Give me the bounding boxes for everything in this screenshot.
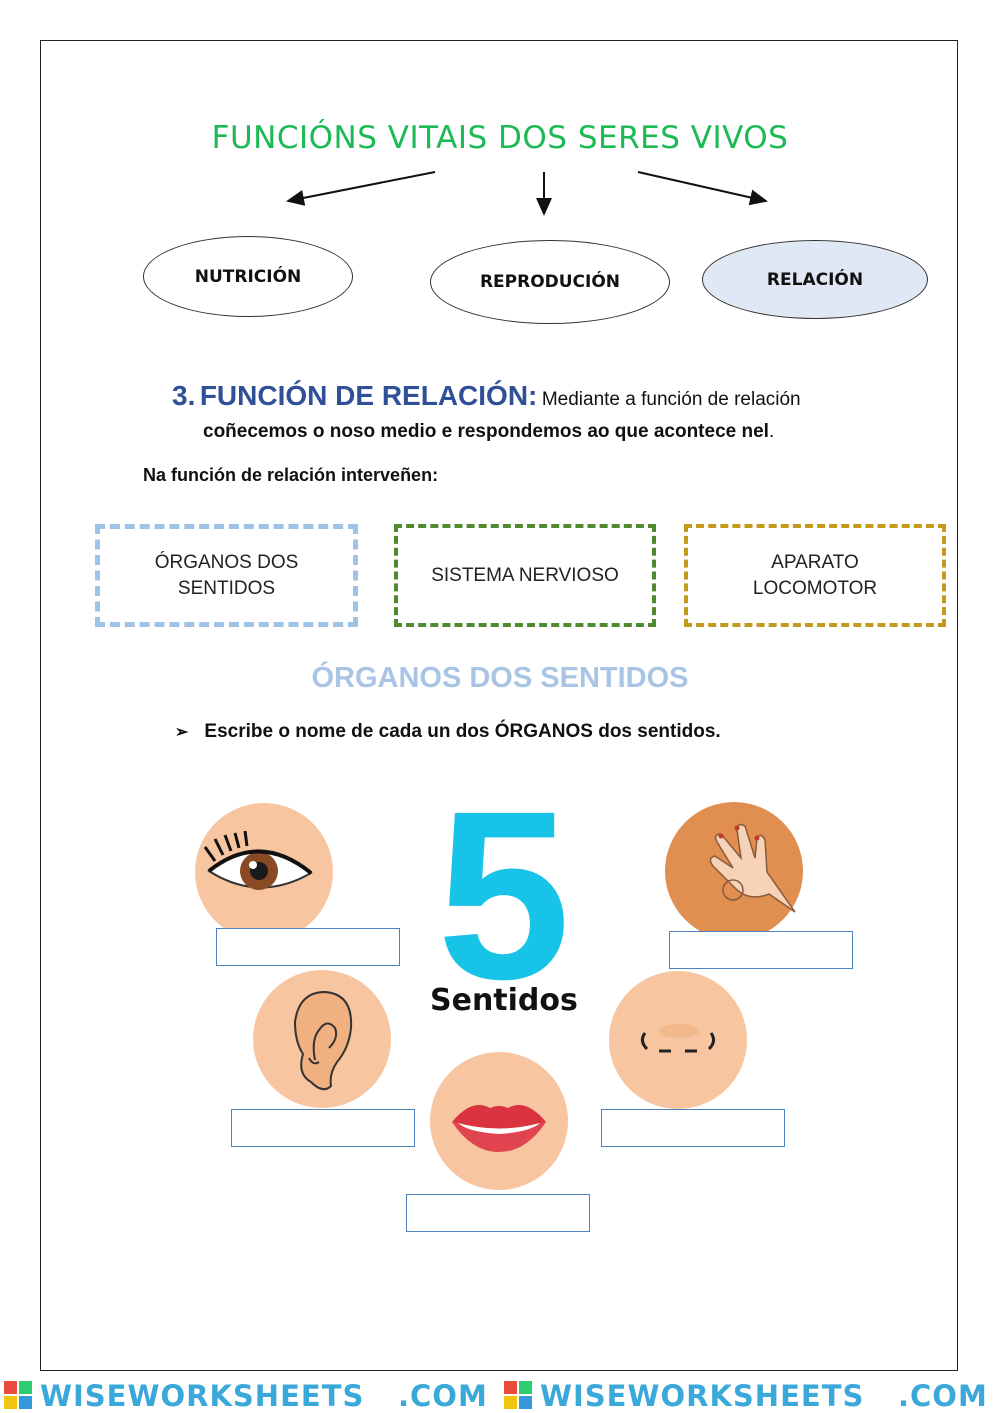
mouth-circle: [430, 1052, 568, 1190]
task-text: Escribe o nome de cada un dos ÓRGANOS do…: [204, 721, 721, 742]
section-description: coñecemos o noso medio e respondemos ao …: [203, 421, 774, 443]
answer-box-nose[interactable]: [601, 1109, 785, 1147]
hierarchy-arrows: [286, 171, 768, 216]
answer-box-eye[interactable]: [216, 928, 400, 966]
box-organos-line2: SENTIDOS: [177, 577, 276, 599]
footer-brand-1-suffix: .COM: [398, 1379, 488, 1413]
answer-box-ear[interactable]: [231, 1109, 415, 1147]
bullet-arrow-icon: ➢: [175, 724, 189, 741]
box-sistema-nervioso: SISTEMA NERVIOSO: [394, 524, 656, 627]
box-aparato-locomotor: APARATO LOCOMOTOR: [684, 524, 946, 627]
function-relacion: RELACIÓN: [702, 240, 928, 319]
ear-circle: [253, 970, 391, 1108]
section-number: 3.: [172, 380, 196, 411]
hand-icon: [709, 823, 796, 913]
box-organos-line1: ÓRGANOS DOS: [154, 551, 299, 573]
hand-circle: [665, 802, 803, 940]
eye-circle: [195, 803, 333, 941]
section-heading: 3. FUNCIÓN DE RELACIÓN: Mediante a funci…: [172, 380, 932, 412]
eye-icon: [203, 830, 313, 890]
sentidos-label: Sentidos: [430, 983, 578, 1018]
wiseworksheets-logo-icon: [4, 1381, 32, 1409]
ear-icon: [293, 990, 353, 1091]
mouth-icon: [452, 1105, 546, 1152]
footer-banner: WISEWORKSHEETS .COM WISEWORKSHEETS .COM: [4, 1379, 988, 1413]
answer-box-hand[interactable]: [669, 931, 853, 969]
five-numeral: 5: [437, 761, 571, 1029]
footer-brand-1: WISEWORKSHEETS: [40, 1379, 364, 1413]
subheading: ÓRGANOS DOS SENTIDOS: [311, 662, 689, 694]
box-locomotor-line1: APARATO: [771, 551, 859, 573]
footer-brand-2: WISEWORKSHEETS: [540, 1379, 864, 1413]
answer-box-mouth[interactable]: [406, 1194, 590, 1232]
section-description-bold: coñecemos o noso medio e respondemos ao …: [203, 421, 769, 442]
page-border: [40, 40, 958, 1371]
task-instruction: ➢ Escribe o nome de cada un dos ÓRGANOS d…: [175, 721, 721, 743]
arrow-left: [286, 171, 436, 206]
wiseworksheets-logo-icon-2: [504, 1381, 532, 1409]
section-lead: Mediante a función de relación: [541, 389, 801, 410]
box-organos-sentidos: ÓRGANOS DOS SENTIDOS: [95, 524, 358, 627]
function-nutricion: NUTRICIÓN: [143, 236, 353, 317]
footer-brand-2-suffix: .COM: [898, 1379, 988, 1413]
function-reproducion: REPRODUCIÓN: [430, 240, 670, 324]
section-description-end: .: [768, 421, 775, 442]
page-title: FUNCIÓNS VITAIS DOS SERES VIVOS: [211, 120, 789, 156]
intro-text: Na función de relación interveñen:: [143, 465, 439, 485]
box-locomotor-line2: LOCOMOTOR: [752, 577, 878, 599]
section-colon: :: [528, 380, 538, 411]
nose-icon: [640, 1024, 716, 1053]
nose-circle: [609, 971, 747, 1109]
arrow-right: [637, 171, 768, 206]
section-title: FUNCIÓN DE RELACIÓN: [199, 380, 529, 411]
box-nervioso-label: SISTEMA NERVIOSO: [431, 564, 619, 586]
